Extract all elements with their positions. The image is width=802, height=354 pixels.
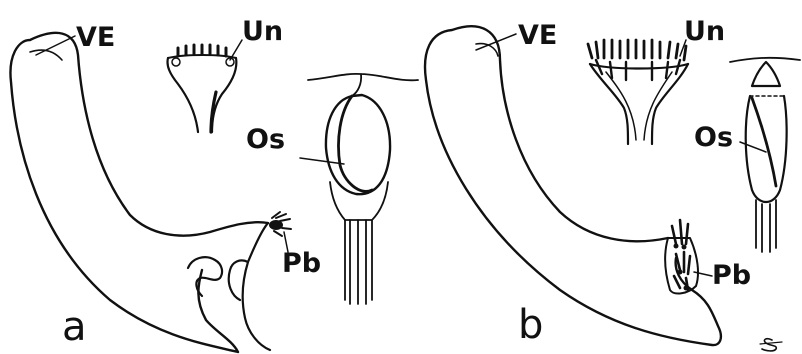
label-un-a: Un	[242, 16, 283, 47]
panel-a: VE Un Os Pb a	[10, 16, 418, 352]
label-pb-a: Pb	[282, 248, 321, 279]
ventral-element-outline-a	[10, 33, 268, 352]
postbasal-structure-a	[269, 212, 291, 236]
ve-inner-line-a	[30, 50, 62, 60]
label-os-a: Os	[246, 124, 285, 155]
pb-leader-b	[694, 272, 712, 276]
label-ve-a: VE	[76, 22, 115, 53]
label-os-b: Os	[694, 122, 733, 153]
panel-letter-a: a	[62, 304, 87, 350]
label-ve-b: VE	[518, 20, 557, 51]
postbasal-structure-b	[665, 220, 698, 293]
artist-signature	[760, 339, 782, 351]
uncinus-a	[167, 45, 236, 132]
base-hook-a	[188, 223, 270, 350]
label-pb-b: Pb	[712, 260, 751, 291]
osculum-b	[730, 58, 800, 252]
ve-leader-a	[36, 36, 75, 55]
label-un-b: Un	[684, 16, 725, 47]
panel-b: VE Un Os Pb b	[425, 16, 800, 348]
uncinus-b	[588, 40, 688, 144]
panel-letter-b: b	[518, 302, 543, 348]
ve-leader-b	[476, 34, 516, 50]
